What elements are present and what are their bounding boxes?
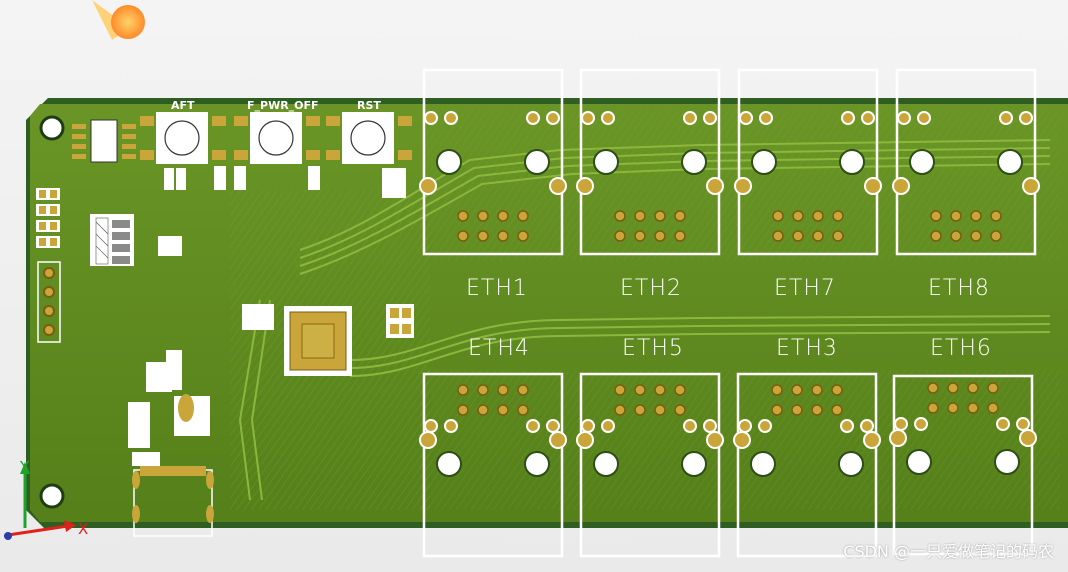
x-axis-label: X (78, 520, 89, 538)
rj45-port-eth3 (733, 372, 881, 558)
port-label-eth3: ETH3 (776, 336, 838, 361)
rj45-port-eth6 (889, 374, 1037, 556)
mcu-chip (284, 306, 352, 376)
pcb-board (26, 98, 1068, 528)
axis-gizmo (4, 462, 76, 540)
rj45-port-eth2 (576, 68, 724, 256)
y-axis-label: Y (20, 458, 30, 476)
port-label-eth4: ETH4 (468, 336, 530, 361)
rj45-ports-layer (419, 68, 1040, 558)
resistor-array (36, 188, 60, 248)
port-label-eth5: ETH5 (622, 336, 684, 361)
switch-label-f-pwr-off: F_PWR_OFF (247, 99, 319, 112)
dip-switch (90, 214, 134, 266)
header-connector (37, 261, 61, 343)
switch-aft (140, 112, 226, 164)
port-label-eth7: ETH7 (774, 276, 836, 301)
port-label-eth8: ETH8 (928, 276, 990, 301)
watermark-text: CSDN @一只爱做笔记的码农 (843, 542, 1054, 561)
rj45-port-eth5 (576, 372, 724, 558)
cursor-pointer-icon (92, 0, 145, 40)
switch-rst (326, 112, 412, 164)
switch-f-pwr-off (234, 112, 320, 164)
rj45-port-eth8 (892, 68, 1040, 256)
switch-label-rst: RST (357, 99, 381, 112)
usb-connector (132, 466, 214, 537)
port-label-eth6: ETH6 (930, 336, 992, 361)
port-label-eth2: ETH2 (620, 276, 682, 301)
rj45-port-eth1 (419, 68, 567, 256)
rj45-port-eth7 (734, 68, 882, 256)
switch-label-aft: AFT (171, 99, 195, 112)
rj45-port-eth4 (419, 372, 567, 558)
power-section (128, 350, 210, 466)
port-label-eth1: ETH1 (466, 276, 528, 301)
passive-components (158, 166, 414, 338)
ic-u10 (72, 119, 136, 163)
